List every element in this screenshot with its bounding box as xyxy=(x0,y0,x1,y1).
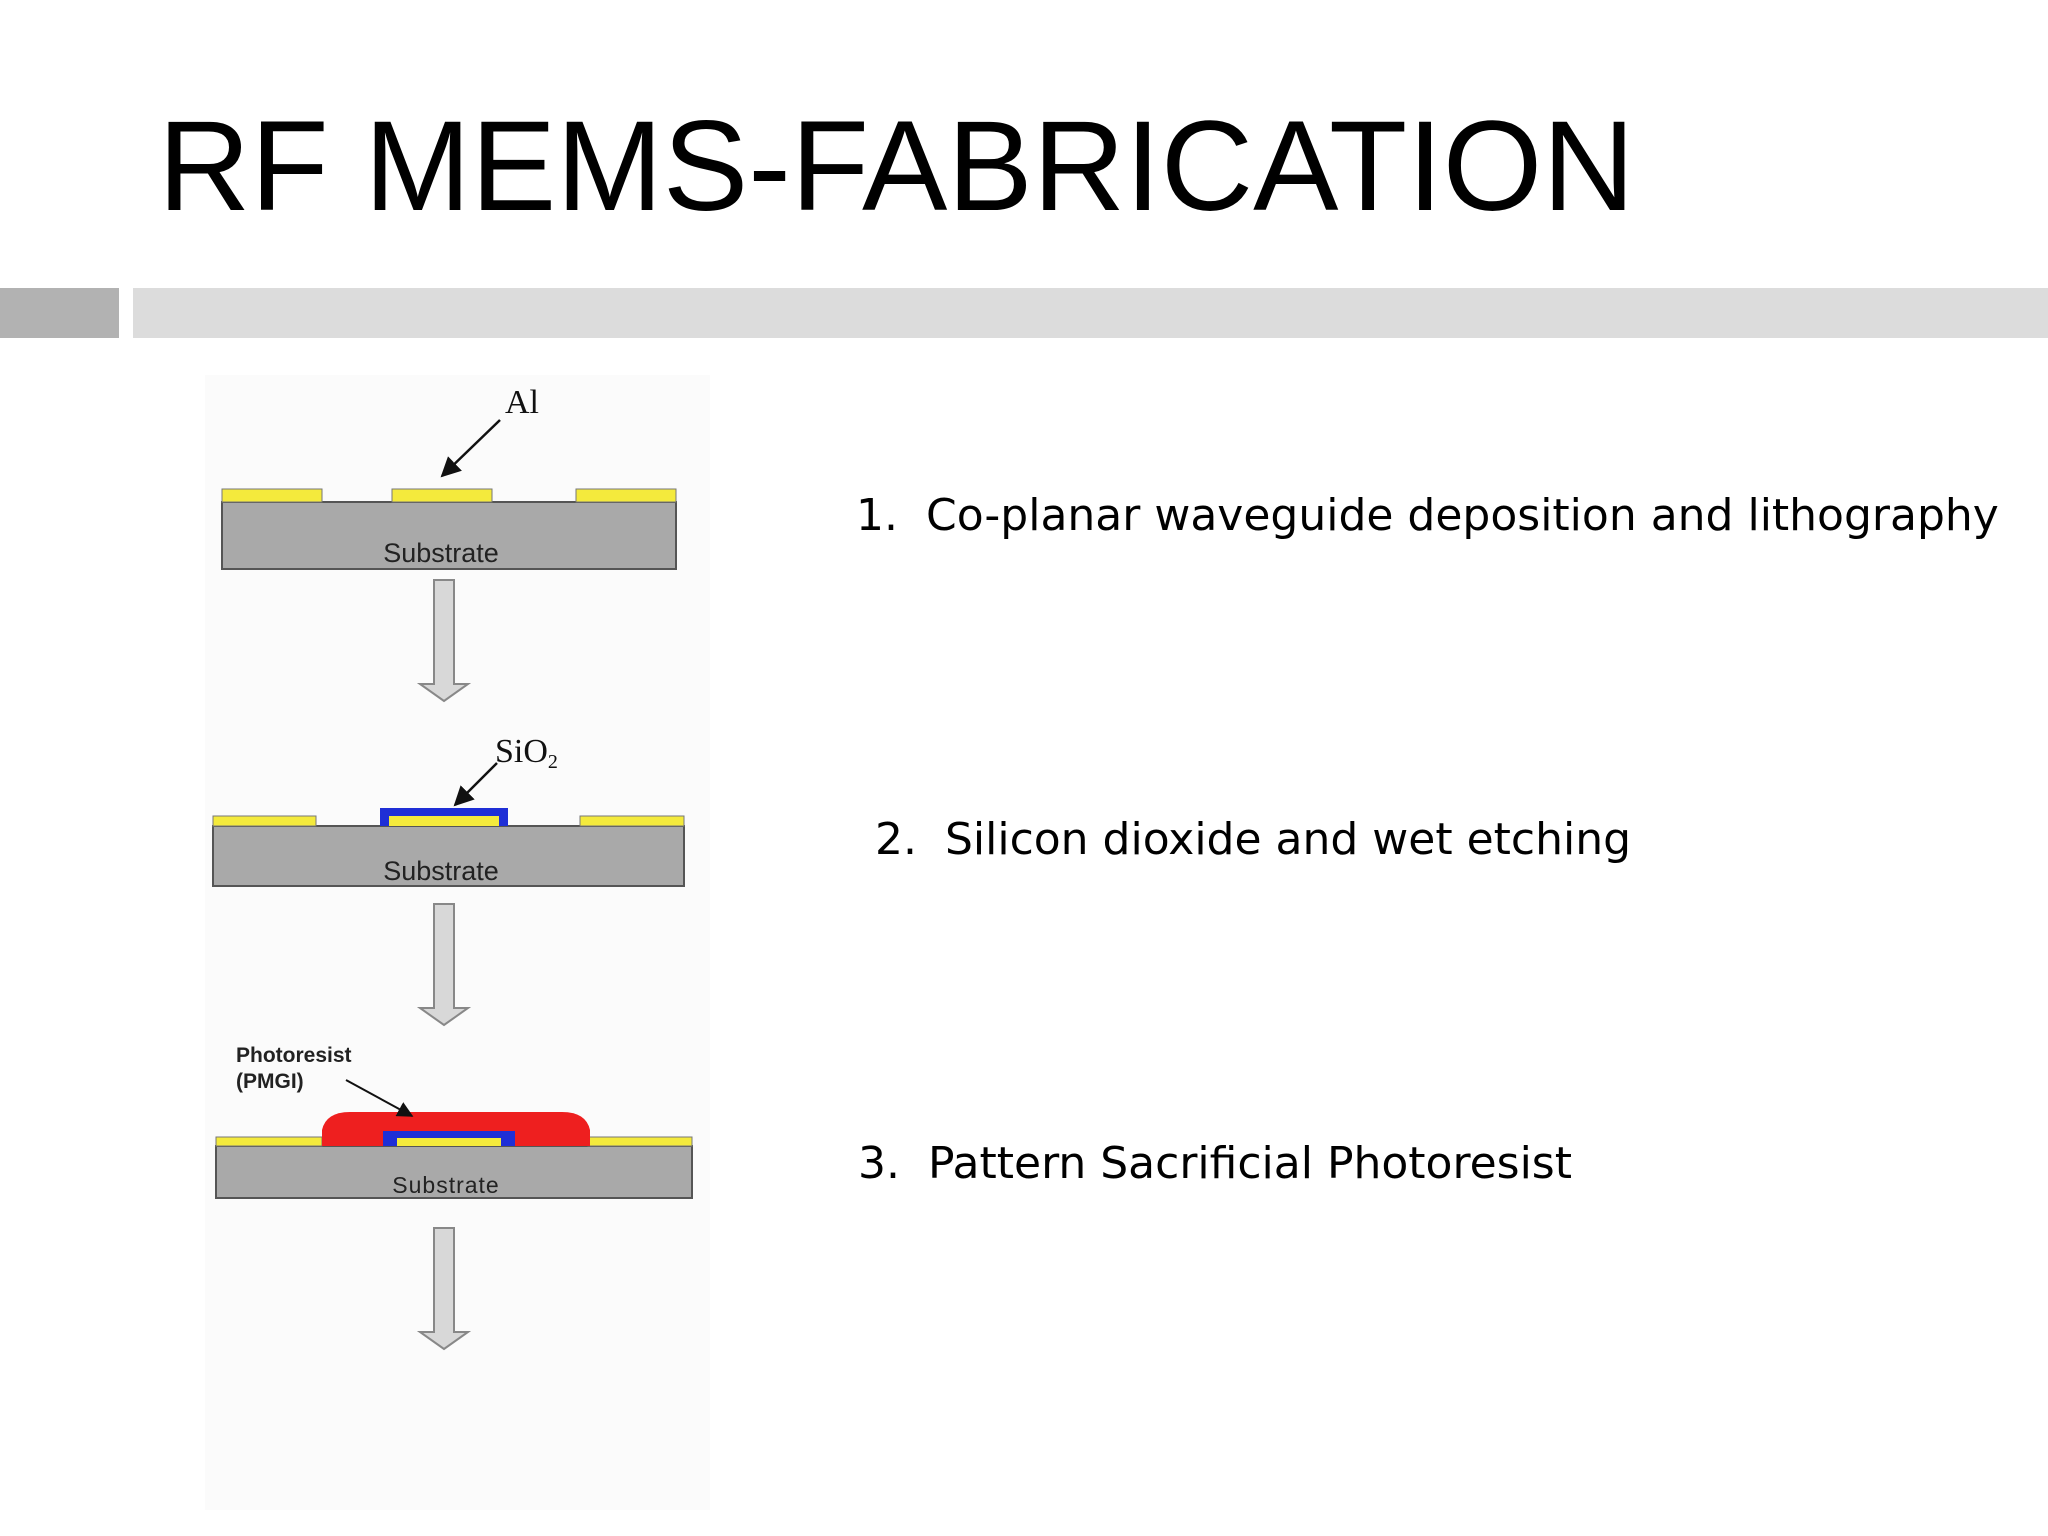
metal-strip xyxy=(397,1138,501,1146)
photoresist-label-line1: Photoresist xyxy=(236,1044,352,1067)
metal-strip xyxy=(575,488,677,503)
stage-1: Substrate Al xyxy=(221,384,677,570)
substrate-block xyxy=(215,1145,693,1199)
step-2-number: 2. xyxy=(875,814,917,865)
accent-bar-dark xyxy=(0,288,119,338)
slide-title: RF MEMS-FABRICATION xyxy=(158,95,1635,238)
al-pointer-arrow xyxy=(440,419,501,478)
metal-strip xyxy=(212,815,317,827)
accent-bar-light xyxy=(133,288,2048,338)
metal-strip xyxy=(389,816,499,826)
metal-strip xyxy=(215,1136,323,1147)
stage-2: Substrate SiO2 xyxy=(212,733,685,887)
process-down-arrow xyxy=(416,903,472,1027)
step-1-label: Co-planar waveguide deposition and litho… xyxy=(925,490,1999,541)
step-1-text: 1. Co-planar waveguide deposition and li… xyxy=(856,490,1999,542)
sio2-pointer-arrow xyxy=(453,762,498,807)
substrate-label: Substrate xyxy=(392,1172,499,1198)
step-1-number: 1. xyxy=(856,490,898,541)
substrate-block xyxy=(212,825,685,887)
substrate-block xyxy=(221,501,677,570)
process-down-arrow xyxy=(416,579,472,703)
metal-strip xyxy=(579,815,685,827)
photoresist-pointer-arrow xyxy=(345,1079,414,1117)
step-3-label: Pattern Sacrificial Photoresist xyxy=(927,1138,1572,1189)
al-label: Al xyxy=(505,384,539,421)
process-down-arrow xyxy=(416,1227,472,1351)
step-2-label: Silicon dioxide and wet etching xyxy=(944,814,1632,865)
substrate-label: Substrate xyxy=(383,538,499,568)
step-3-text: 3. Pattern Sacrificial Photoresist xyxy=(858,1138,1572,1190)
metal-strip xyxy=(391,488,493,503)
substrate-label: Substrate xyxy=(383,856,499,886)
stage-3: Substrate Photoresist (PMGI) xyxy=(215,1044,693,1199)
step-3-number: 3. xyxy=(858,1138,900,1189)
metal-strip xyxy=(587,1136,693,1147)
metal-strip xyxy=(221,488,323,503)
step-2-text: 2. Silicon dioxide and wet etching xyxy=(875,814,1631,866)
photoresist-label-line2: (PMGI) xyxy=(236,1070,304,1093)
sio2-label: SiO2 xyxy=(495,733,558,773)
